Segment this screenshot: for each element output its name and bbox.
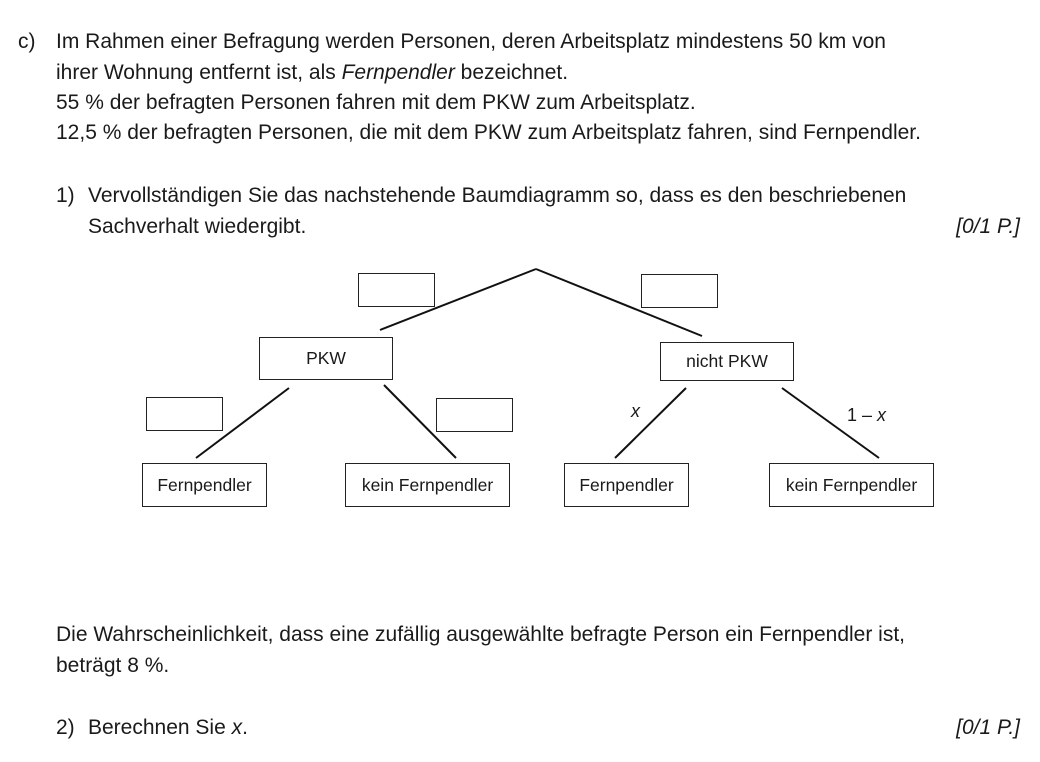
branch-nichtpkw-fernpendler [614, 387, 687, 459]
task1-line-1: Vervollständigen Sie das nachstehende Ba… [88, 184, 907, 207]
answer-box-pkw-kein-fernpendler[interactable] [436, 398, 513, 432]
term-fernpendler: Fernpendler [341, 61, 455, 84]
answer-box-pkw[interactable] [358, 273, 435, 307]
branch-pkw-fernpendler [195, 387, 290, 459]
section-label: c) [18, 30, 36, 53]
info-line-2: beträgt 8 %. [56, 654, 170, 677]
task2-var: x [231, 716, 243, 739]
branch-label-1-minus-x-prefix: 1 – [847, 405, 878, 425]
branch-label-x-var: x [631, 401, 640, 421]
task2-number: 2) [56, 716, 75, 739]
task2-points: [0/1 P.] [956, 716, 1020, 739]
node-pkw-fernpendler: Fernpendler [142, 463, 267, 507]
branch-nichtpkw-kein-fernpendler [781, 387, 880, 459]
node-nichtpkw-kein-fernpendler: kein Fernpendler [769, 463, 934, 507]
answer-box-nicht-pkw[interactable] [641, 274, 718, 308]
node-pkw-kein-fernpendler: kein Fernpendler [345, 463, 510, 507]
intro-line-3: 55 % der befragten Personen fahren mit d… [56, 91, 696, 114]
branch-root-pkw [379, 268, 537, 331]
answer-box-pkw-fernpendler[interactable] [146, 397, 223, 431]
branch-pkw-kein-fernpendler [383, 384, 457, 459]
task2-text-pre: Berechnen Sie [88, 716, 232, 739]
task1-number: 1) [56, 184, 75, 207]
intro-line-1: Im Rahmen einer Befragung werden Persone… [56, 30, 886, 53]
info-line-1: Die Wahrscheinlichkeit, dass eine zufäll… [56, 623, 906, 646]
branch-label-x: x [631, 401, 640, 422]
branch-label-1-minus-x: 1 – x [847, 405, 886, 426]
intro-line-2-pre: ihrer Wohnung entfernt ist, als [56, 61, 342, 84]
task2-text: Berechnen Sie x. [88, 713, 248, 743]
intro-line-2: ihrer Wohnung entfernt ist, als Fernpend… [56, 58, 568, 88]
node-nicht-pkw: nicht PKW [660, 342, 794, 381]
branch-root-nicht-pkw [535, 268, 703, 337]
task2-text-post: . [242, 716, 248, 739]
intro-line-2-post: bezeichnet. [454, 61, 569, 84]
task1-points: [0/1 P.] [956, 215, 1020, 238]
intro-line-4: 12,5 % der befragten Personen, die mit d… [56, 121, 921, 144]
task1-line-2: Sachverhalt wiedergibt. [88, 215, 307, 238]
branch-label-1-minus-x-var: x [877, 405, 887, 425]
node-nichtpkw-fernpendler: Fernpendler [564, 463, 689, 507]
node-pkw: PKW [259, 337, 393, 380]
